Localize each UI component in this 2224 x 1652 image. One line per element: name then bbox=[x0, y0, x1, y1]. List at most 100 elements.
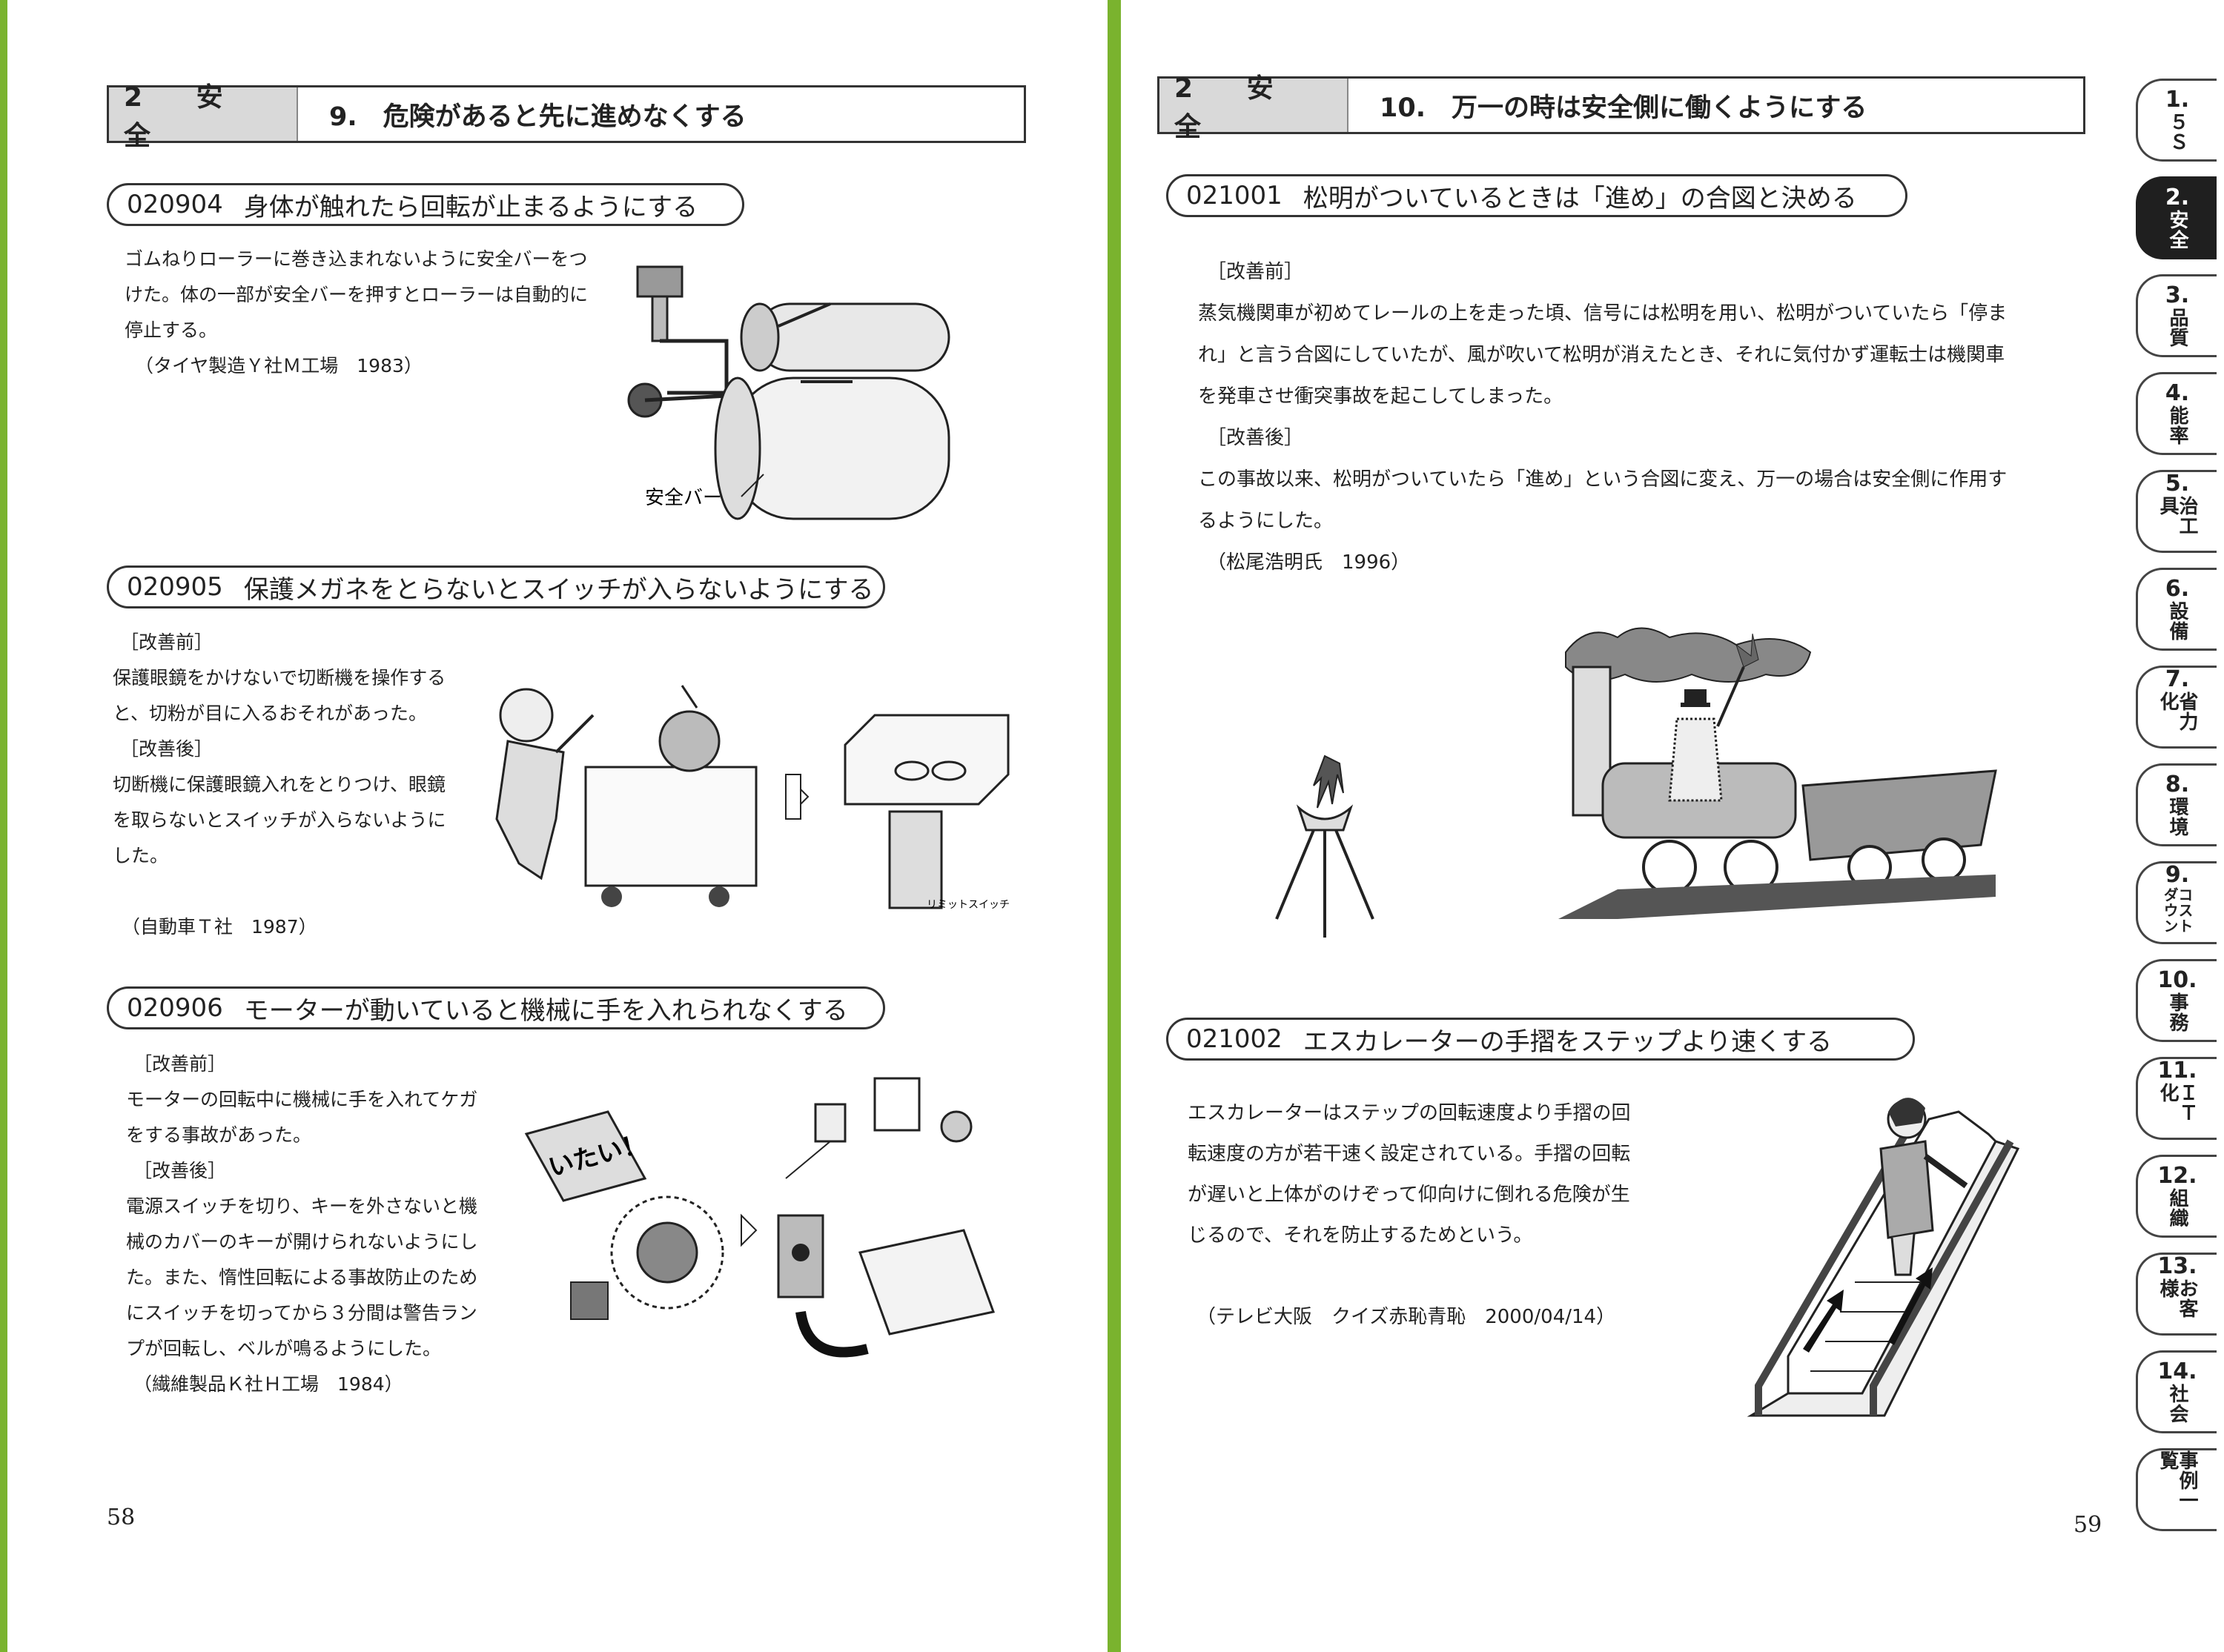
tab-label: 設備 bbox=[2166, 601, 2188, 641]
text-line: るようにした。 bbox=[1198, 510, 1334, 532]
tab-customer[interactable]: 13.お客様 bbox=[2136, 1253, 2217, 1336]
tab-label: 事例一覧 bbox=[2157, 1450, 2198, 1510]
tab-label: 治工具 bbox=[2157, 496, 2198, 536]
figure-label: 安全バー bbox=[645, 487, 722, 509]
tab-label: お客様 bbox=[2157, 1278, 2198, 1318]
tab-number: 14. bbox=[2157, 1359, 2197, 1384]
case-code: 020905 bbox=[127, 572, 223, 602]
escalator-illustration bbox=[1747, 1098, 2020, 1417]
cutter-illustration: リミットスイッチ bbox=[495, 685, 1010, 911]
left-page: 2 安 全 9. 危険があると先に進めなくする 020904 身体が触れたら回転… bbox=[0, 0, 1108, 1652]
tab-number: 13. bbox=[2157, 1253, 2197, 1279]
text-line: モーターの回転中に機械に手を入れてケガ bbox=[126, 1089, 478, 1110]
tab-efficiency[interactable]: 4.能率 bbox=[2136, 372, 2217, 455]
text-line: プが回転し、ベルが鳴るようにした。 bbox=[126, 1338, 442, 1359]
text-line: けた。体の一部が安全バーを押すとローラーは自動的に bbox=[125, 284, 589, 305]
text-line: 切断機に保護眼鏡入れをとりつけ、眼鏡 bbox=[113, 774, 446, 795]
text-line: ［改善後］ bbox=[133, 1160, 227, 1181]
text-line: と、切粉が目に入るおそれがあった。 bbox=[113, 703, 428, 724]
case-body: エスカレーターはステップの回転速度より手摺の回 転速度の方が若干速く設定されてい… bbox=[1188, 1093, 1707, 1338]
tab-number: 4. bbox=[2165, 380, 2190, 406]
text-line: （テレビ大阪 クイズ赤恥青恥 2000/04/14） bbox=[1197, 1306, 1616, 1328]
roller-illustration: 安全バー bbox=[627, 265, 950, 520]
tab-label: 能率 bbox=[2166, 405, 2188, 445]
text-line: この事故以来、松明がついていたら「進め」という合図に変え、万一の場合は安全側に作… bbox=[1198, 468, 2008, 491]
text-line: ［改善後］ bbox=[1207, 427, 1304, 449]
tab-label: 組織 bbox=[2166, 1188, 2188, 1228]
tab-it[interactable]: 11.ＩＴ化 bbox=[2136, 1057, 2217, 1140]
tab-quality[interactable]: 3.品質 bbox=[2136, 274, 2217, 357]
tab-number: 9. bbox=[2165, 862, 2190, 888]
case-body: ［改善前］ 蒸気機関車が初めてレールの上を走った頃、信号には松明を用い、松明がつ… bbox=[1198, 251, 2088, 583]
tab-society[interactable]: 14.社会 bbox=[2136, 1350, 2217, 1433]
tab-number: 10. bbox=[2157, 967, 2197, 993]
steam-locomotive-illustration bbox=[1558, 627, 1997, 919]
right-page: 2 安 全 10. 万一の時は安全側に働くようにする 021001 松明がついて… bbox=[1121, 0, 2224, 1652]
tab-number: 1. bbox=[2165, 87, 2190, 113]
case-body: ゴムねりローラーに巻き込まれないように安全バーをつ けた。体の一部が安全バーを押… bbox=[125, 242, 599, 384]
case-title: 保護メガネをとらないとスイッチが入らないようにする bbox=[243, 574, 874, 605]
text-line: 蒸気機関車が初めてレールの上を走った頃、信号には松明を用い、松明がついていたら「… bbox=[1198, 302, 2008, 325]
text-line: （松尾浩明氏 1996） bbox=[1207, 551, 1411, 574]
case-heading: 020906 モーターが動いていると機械に手を入れられなくする bbox=[107, 986, 885, 1029]
text-line: 停止する。 bbox=[125, 319, 218, 341]
tab-safety[interactable]: 2.安全 bbox=[2136, 176, 2217, 259]
tab-label: 安全 bbox=[2166, 210, 2188, 250]
text-line: 保護眼鏡をかけないで切断機を操作する bbox=[113, 667, 446, 689]
section-header: 2 安 全 9. 危険があると先に進めなくする bbox=[107, 82, 1026, 151]
text-line: ［改善前］ bbox=[133, 1053, 227, 1075]
case-heading: 020905 保護メガネをとらないとスイッチが入らないようにする bbox=[107, 565, 885, 608]
tab-cost-down[interactable]: 9.コストダウン bbox=[2136, 861, 2217, 944]
text-line: した。 bbox=[113, 845, 169, 866]
motor-illustration: いたい！ bbox=[524, 1077, 995, 1358]
tab-label: 省力化 bbox=[2157, 691, 2198, 732]
text-line: 電源スイッチを切り、キーを外さないと機 bbox=[126, 1195, 478, 1217]
text-line: じるので、それを防止するためという。 bbox=[1188, 1224, 1533, 1247]
case-heading: 020904 身体が触れたら回転が止まるようにする bbox=[107, 183, 744, 226]
tab-label: 事務 bbox=[2166, 992, 2188, 1032]
tab-jigs-tools[interactable]: 5.治工具 bbox=[2136, 470, 2217, 553]
text-line: をする事故があった。 bbox=[126, 1124, 312, 1146]
section-label: 2 安 全 bbox=[109, 82, 298, 151]
section-label: 2 安 全 bbox=[1159, 73, 1348, 142]
text-line: エスカレーターはステップの回転速度より手摺の回 bbox=[1188, 1102, 1631, 1124]
text-line: を取らないとスイッチが入らないように bbox=[113, 809, 446, 831]
tab-equipment[interactable]: 6.設備 bbox=[2136, 568, 2217, 651]
case-heading: 021002 エスカレーターの手摺をステップより速くする bbox=[1166, 1018, 1915, 1061]
text-line bbox=[113, 874, 469, 909]
tab-labor-saving[interactable]: 7.省力化 bbox=[2136, 666, 2217, 749]
page-number: 58 bbox=[107, 1505, 136, 1530]
tab-case-list[interactable]: 事例一覧 bbox=[2136, 1448, 2217, 1531]
text-line: ［改善前］ bbox=[120, 631, 214, 653]
text-line: （自動車Ｔ社 1987） bbox=[122, 916, 317, 938]
left-edge-bar bbox=[0, 0, 7, 1652]
text-line: 械のカバーのキーが開けられないようにし bbox=[126, 1231, 478, 1253]
tab-environment[interactable]: 8.環境 bbox=[2136, 763, 2217, 846]
section-title: 10. 万一の時は安全側に働くようにする bbox=[1380, 93, 1867, 123]
tab-number: 12. bbox=[2157, 1163, 2197, 1189]
tab-number: 5. bbox=[2165, 471, 2190, 497]
tab-label: コストダウン bbox=[2161, 887, 2194, 934]
text-line: ［改善前］ bbox=[1207, 261, 1304, 283]
figure-label: リミットスイッチ bbox=[927, 899, 1010, 911]
case-title: 身体が触れたら回転が止まるようにする bbox=[243, 192, 698, 222]
text-line: （タイヤ製造Ｙ社Ｍ工場 1983） bbox=[135, 355, 423, 376]
tab-organization[interactable]: 12.組織 bbox=[2136, 1155, 2217, 1238]
case-heading: 021001 松明がついているときは「進め」の合図と決める bbox=[1166, 174, 1907, 217]
tab-number: 11. bbox=[2157, 1058, 2197, 1084]
tab-label: 品質 bbox=[2166, 308, 2188, 348]
text-line: た。また、惰性回転による事故防止のため bbox=[126, 1267, 478, 1288]
page-number: 59 bbox=[2074, 1512, 2102, 1538]
text-line: が遅いと上体がのけぞって仰向けに倒れる危険が生 bbox=[1188, 1184, 1630, 1206]
text-line: 転速度の方が若干速く設定されている。手摺の回転 bbox=[1188, 1143, 1631, 1165]
tab-label: ５Ｓ bbox=[2166, 112, 2188, 152]
text-line: ［改善後］ bbox=[120, 738, 214, 760]
tab-number: 3. bbox=[2165, 282, 2190, 308]
book-spine bbox=[1108, 0, 1121, 1652]
tab-number: 2. bbox=[2165, 185, 2190, 210]
tab-office[interactable]: 10.事務 bbox=[2136, 959, 2217, 1042]
section-title: 9. 危険があると先に進めなくする bbox=[329, 102, 747, 132]
case-body: ［改善前］ モーターの回転中に機械に手を入れてケガ をする事故があった。 ［改善… bbox=[126, 1046, 497, 1402]
tab-5s[interactable]: 1.５Ｓ bbox=[2136, 79, 2217, 162]
tab-label: 社会 bbox=[2166, 1384, 2188, 1424]
